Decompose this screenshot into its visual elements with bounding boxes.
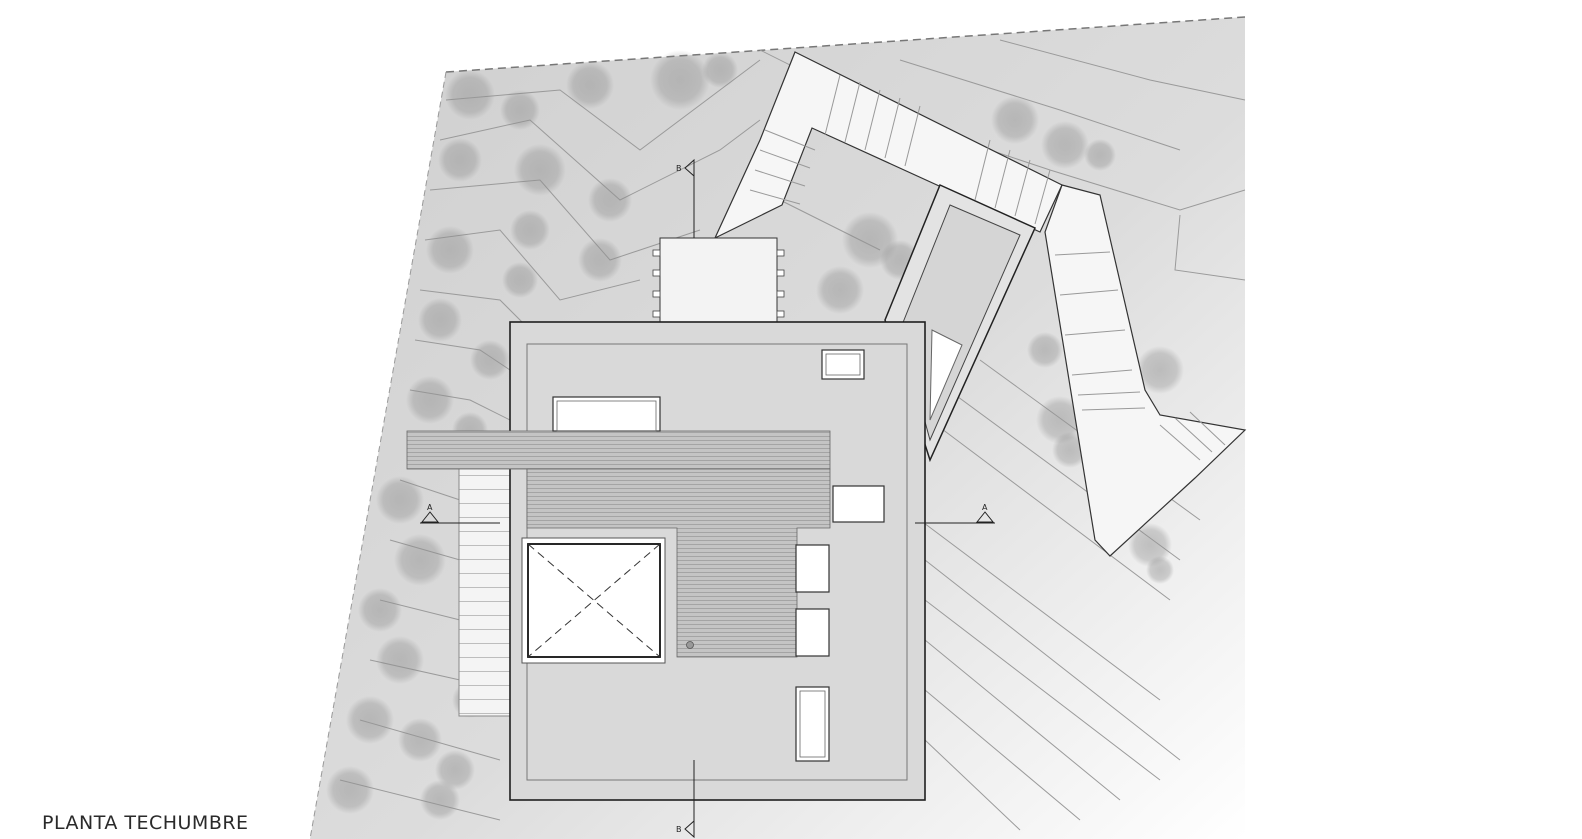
skylights bbox=[552, 349, 885, 762]
section-cuts bbox=[420, 168, 995, 828]
drawing-title: PLANTA TECHUMBRE bbox=[42, 812, 249, 834]
trees bbox=[326, 50, 1184, 820]
svg-text:A: A bbox=[982, 503, 988, 512]
section-marker-top: B bbox=[676, 158, 695, 178]
svg-text:A: A bbox=[427, 503, 433, 512]
section-marker-left: A bbox=[420, 503, 440, 523]
central-void bbox=[521, 537, 666, 664]
section-marker-bottom: B bbox=[676, 819, 695, 839]
side-stair bbox=[458, 467, 512, 717]
access-ramp bbox=[713, 51, 1247, 557]
roof-deck bbox=[406, 430, 831, 658]
section-marker-right: A bbox=[975, 503, 995, 523]
property-line bbox=[445, 16, 1246, 73]
svg-text:B: B bbox=[676, 164, 682, 173]
entry-bridge bbox=[652, 237, 785, 323]
svg-text:B: B bbox=[676, 825, 682, 834]
